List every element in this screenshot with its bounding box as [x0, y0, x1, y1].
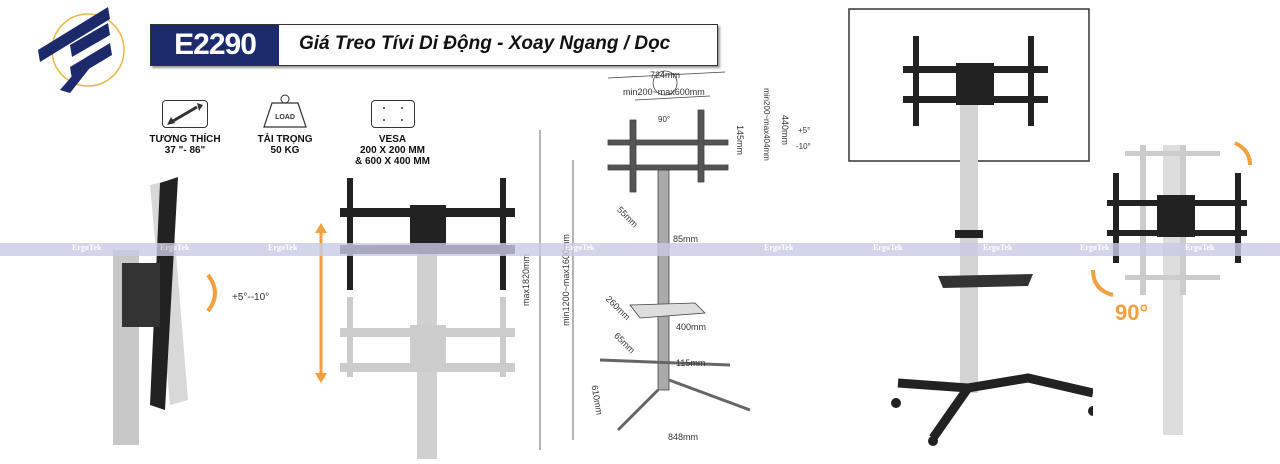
dim-85: 85mm — [673, 234, 699, 244]
dim-vesa-height: min200~max404mm — [761, 88, 771, 161]
load-weight-icon: LOAD — [260, 94, 310, 128]
watermark: ErgoTek — [72, 243, 102, 252]
resize-arrow-icon — [162, 100, 208, 128]
product-title: Giá Treo Tívi Di Động - Xoay Ngang / Dọc — [299, 33, 671, 54]
dim-tilt-down: -10° — [796, 142, 811, 151]
watermark: ErgoTek — [983, 243, 1013, 252]
dim-724: 724mm — [650, 70, 681, 80]
svg-text:LOAD: LOAD — [275, 114, 295, 121]
dim-rotation: 90° — [658, 115, 671, 124]
rotation-label: 90° — [1115, 300, 1149, 325]
height-adjust-view — [315, 175, 525, 459]
brand-logo — [30, 5, 125, 93]
product-render — [848, 8, 1098, 453]
dim-115: 115mm — [676, 358, 706, 368]
dim-vesa-width: min200~max600mm — [623, 87, 705, 97]
spec-label: TẢI TRỌNG — [257, 134, 313, 145]
watermark: ErgoTek — [268, 243, 298, 252]
spec-label: TƯƠNG THÍCH — [149, 134, 221, 145]
spec-value: 200 X 200 MM — [359, 145, 426, 156]
dim-848: 848mm — [668, 432, 699, 442]
watermark: ErgoTek — [764, 243, 794, 252]
dimension-diagram: 724mm min200~max600mm 90° 145mm min200~m… — [521, 60, 830, 455]
model-number: E2290 — [151, 25, 279, 65]
spec-vesa: VESA 200 X 200 MM & 600 X 400 MM — [350, 100, 435, 167]
spec-value: 37 "- 86" — [164, 145, 206, 156]
spec-value: 50 KG — [270, 145, 300, 156]
dim-145: 145mm — [735, 124, 746, 156]
watermark: ErgoTek — [1185, 243, 1215, 252]
watermark: ErgoTek — [160, 243, 190, 252]
tilt-label: +5°--10° — [232, 292, 270, 303]
dim-tilt-up: +5° — [798, 126, 811, 135]
vesa-icon — [370, 100, 415, 128]
dim-400: 400mm — [676, 322, 707, 332]
rotation-view: 90° — [1085, 135, 1280, 445]
dim-440: 440mm — [780, 114, 791, 146]
spec-compatibility: TƯƠNG THÍCH 37 "- 86" — [145, 100, 225, 156]
watermark-band: ErgoTek ErgoTek ErgoTek ErgoTek ErgoTek … — [0, 243, 1280, 256]
tilt-side-view: +5°--10° — [110, 175, 310, 445]
title-bar: E2290 Giá Treo Tívi Di Động - Xoay Ngang… — [150, 24, 718, 66]
watermark: ErgoTek — [565, 243, 595, 252]
watermark: ErgoTek — [873, 243, 903, 252]
spec-load: LOAD TẢI TRỌNG 50 KG — [245, 94, 325, 156]
watermark: ErgoTek — [1080, 243, 1110, 252]
dim-max-height: max1820mm — [521, 253, 532, 307]
spec-label: VESA — [378, 134, 407, 145]
spec-value: & 600 X 400 MM — [354, 156, 431, 167]
